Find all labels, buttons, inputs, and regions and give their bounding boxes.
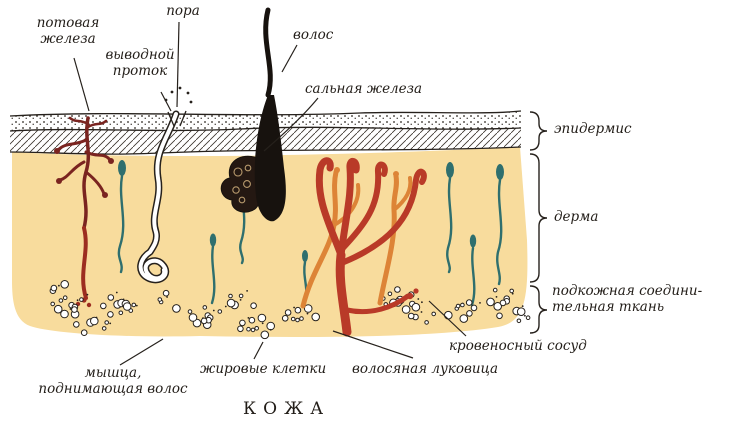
label-subcutaneous: подкожная соедини- тельная ткань [552, 283, 703, 316]
pore-leader [176, 21, 180, 108]
sebaceous-lobules [232, 164, 252, 204]
sweat-duct-drawing [137, 110, 180, 284]
pore-funnel [167, 110, 187, 127]
fat-cells-leader [253, 341, 264, 360]
epidermis-outlines [9, 110, 522, 155]
diagram-title: КОЖА [243, 399, 331, 419]
layer-braces [529, 111, 548, 334]
label-blood-vessel: кровеносный сосуд [449, 338, 587, 354]
label-hair: волос [293, 27, 334, 43]
label-fat-cells: жировые клетки [200, 361, 327, 377]
label-epidermis: эпидермис [554, 121, 632, 137]
hair-leader [281, 44, 298, 73]
leader-lines [73, 21, 467, 366]
duct-leader [160, 91, 172, 112]
blood-vessels-red [315, 157, 427, 337]
sweat-gland-lower-vessel [81, 226, 88, 300]
blood-vessel-leader [428, 300, 467, 337]
fat-cells-drawing [49, 280, 531, 340]
label-arrector-muscle: мышца, поднимающая волос [38, 365, 188, 398]
label-pore: пора [166, 3, 200, 19]
hair-bulb-leader [332, 330, 414, 359]
sweat-gland-drawing [56, 116, 112, 230]
subcutaneous-brace [529, 285, 548, 334]
hair-shaft [263, 7, 273, 98]
muscle-leader [119, 338, 164, 366]
dermis-brace [529, 153, 548, 283]
label-hair-bulb: волосяная луковица [352, 361, 499, 377]
epidermis-brace [529, 111, 548, 151]
label-sebaceous-gland: сальная железа [305, 81, 423, 97]
pore-spray [164, 86, 193, 104]
label-dermis: дерма [554, 209, 599, 225]
sweat-gland-leader [73, 57, 90, 112]
label-sweat-gland: потовая железа [36, 15, 100, 48]
blood-vessels-orange [300, 169, 413, 309]
hair-follicle-bulb [254, 95, 286, 222]
blood-vessel-end-blobs [334, 167, 419, 300]
sebaceous-leader [263, 97, 319, 152]
sweat-gland-tips [54, 148, 114, 198]
label-duct: выводной проток [105, 47, 175, 80]
